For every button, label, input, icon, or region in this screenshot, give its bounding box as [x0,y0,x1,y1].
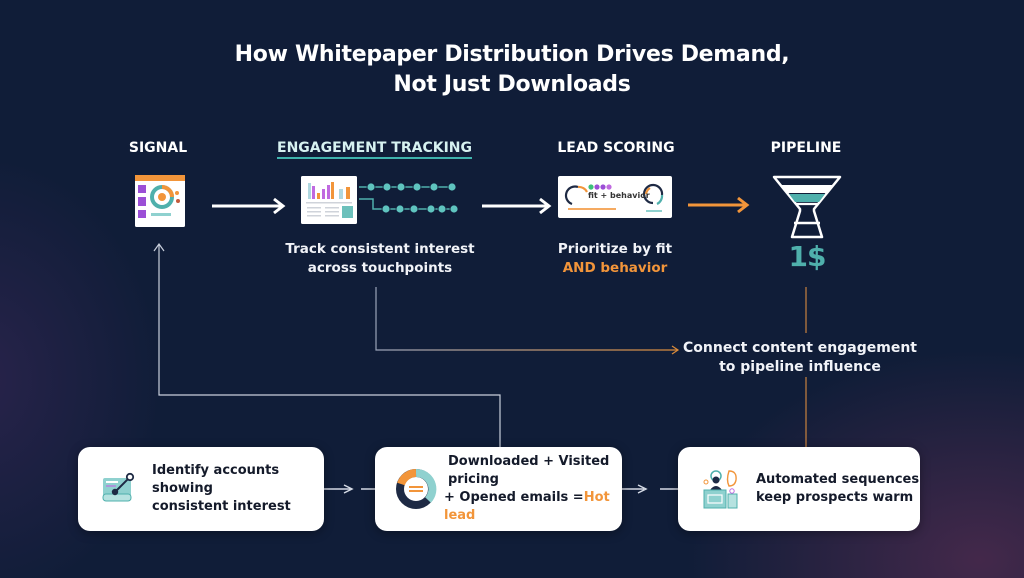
title-line-1: How Whitepaper Distribution Drives Deman… [234,42,790,67]
diagram-title: How Whitepaper Distribution Drives Deman… [0,40,1024,100]
connector-engagement-to-note [375,287,680,355]
nurture-card-line-2: keep prospects warm [756,490,914,505]
hot-lead-formula: + Opened emails = [444,490,584,505]
arrow-hot-lead-to-nurture [622,484,678,494]
stage-label-scoring: LEAD SCORING [557,140,675,156]
card-identify-accounts: Identify accounts showing consistent int… [78,447,324,531]
arrow-signal-to-engagement [212,197,286,215]
card-automated-sequences: Automated sequences keep prospects warm [678,447,920,531]
automation-person-icon [702,468,740,510]
score-icon-text: fit + behavior [588,191,650,200]
hot-lead-label: Hot lead [444,490,610,523]
arrow-engagement-to-scoring [482,197,552,215]
funnel-icon [772,175,842,241]
arrow-scoring-to-pipeline [688,196,750,214]
identify-card-text: Identify accounts showing consistent int… [152,462,324,516]
scoring-caption: Prioritize by fit AND behavior [530,240,700,278]
scoring-caption-line-1: Prioritize by fit [557,241,673,257]
connector-hot-lead-to-signal [153,242,501,447]
stage-label-engagement: ENGAGEMENT TRACKING [277,140,473,159]
hot-lead-card-line-2: + Opened emails =Hot lead [444,489,622,525]
engagement-caption-line-2: across touchpoints [307,260,453,276]
nurture-card-text: Automated sequences keep prospects warm [756,471,919,507]
nurture-card-line-1: Automated sequences [756,472,920,487]
identify-card-line-1: Identify accounts showing [152,463,280,496]
content-dashboard-icon [135,175,185,227]
arrow-identify-to-hot-lead [324,484,375,494]
stage-label-signal: SIGNAL [128,140,188,156]
analytics-tracking-icon [301,176,459,224]
connector-note: Connect content engagement to pipeline i… [680,339,920,377]
stage-label-pipeline: PIPELINE [770,140,842,156]
account-map-icon [102,472,136,506]
engagement-caption: Track consistent interest across touchpo… [270,240,490,278]
connector-note-line-1: Connect content engagement [683,340,917,356]
hot-lead-card-text: Downloaded + Visited pricing + Opened em… [444,453,622,525]
title-line-2: Not Just Downloads [393,72,631,97]
score-gauge-icon: fit + behavior [558,176,672,218]
hot-lead-card-line-1: Downloaded + Visited pricing [448,454,610,487]
connector-note-line-2: to pipeline influence [719,359,881,375]
scoring-caption-accent: AND behavior [562,260,668,276]
pipeline-value: 1$ [788,240,827,273]
card-hot-lead: Downloaded + Visited pricing + Opened em… [375,447,622,531]
engagement-caption-line-1: Track consistent interest [285,241,475,257]
identify-card-line-2: consistent interest [152,499,291,514]
donut-chart-icon [394,467,438,511]
